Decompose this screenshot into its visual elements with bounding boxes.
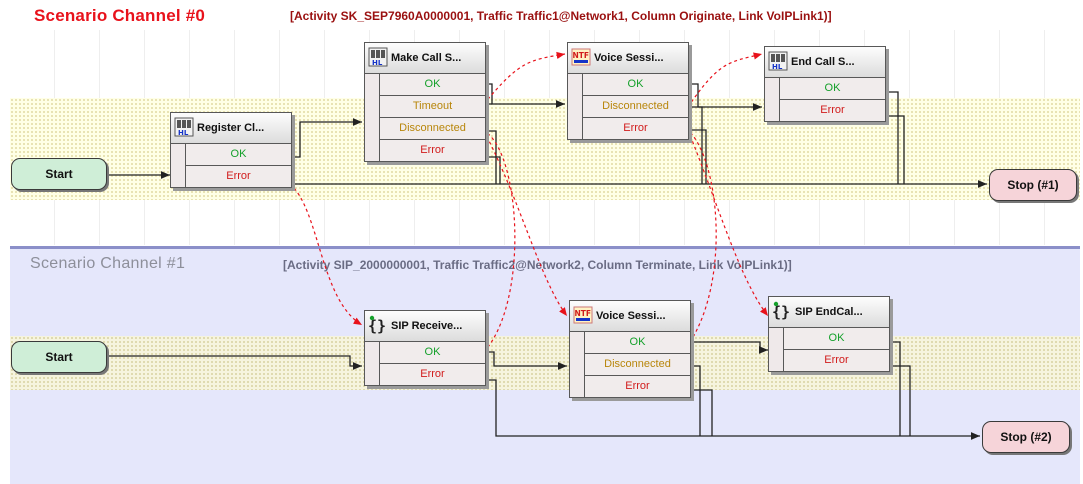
wire-endcall1-ok xyxy=(888,341,901,436)
ntf-icon: NTF xyxy=(571,48,591,66)
sync-voice0-endcall xyxy=(687,52,763,108)
output-error[interactable]: Error xyxy=(380,364,485,385)
output-ok[interactable]: OK xyxy=(186,144,291,166)
output-timeout[interactable]: Timeout xyxy=(380,96,485,118)
wire-receive-ok xyxy=(484,351,567,370)
channel-1-title: Scenario Channel #1 xyxy=(30,255,186,272)
svg-text:NTF: NTF xyxy=(575,309,592,318)
channel-divider xyxy=(10,246,1080,249)
channel-0-start[interactable]: Start xyxy=(11,158,107,190)
output-disconnected[interactable]: Disconnected xyxy=(380,118,485,140)
wire-voice0-error xyxy=(688,129,707,184)
svg-text:HL: HL xyxy=(372,59,383,67)
svg-text:{}: {} xyxy=(772,303,790,321)
wire-voice0-disc xyxy=(688,106,703,184)
block-title: SIP EndCal... xyxy=(795,306,863,318)
block-sip-receive[interactable]: {} SIP Receive... OK Error xyxy=(364,310,486,386)
wire-voice1-error xyxy=(690,389,713,436)
sync-register-receive xyxy=(289,183,363,326)
svg-text:HL: HL xyxy=(772,63,783,71)
script-icon: {} xyxy=(368,315,386,335)
output-ok[interactable]: OK xyxy=(784,328,889,350)
output-ok[interactable]: OK xyxy=(583,74,688,96)
svg-text:{}: {} xyxy=(368,317,386,335)
sync-voice1-endcall0 xyxy=(687,129,717,343)
block-title: End Call S... xyxy=(791,56,855,68)
io-icon: HL xyxy=(174,117,194,137)
block-title: SIP Receive... xyxy=(391,320,463,332)
wire-voice0-ok xyxy=(688,83,762,111)
output-ok[interactable]: OK xyxy=(585,332,690,354)
output-error[interactable]: Error xyxy=(585,376,690,397)
sync-makecall-voice0 xyxy=(483,51,566,105)
io-icon: HL xyxy=(768,51,788,71)
wire-endcall-error xyxy=(888,115,905,184)
output-error[interactable]: Error xyxy=(780,100,885,121)
block-header[interactable]: NTF Voice Sessi... xyxy=(568,43,688,74)
wire-voice1-ok xyxy=(690,341,768,354)
output-ok[interactable]: OK xyxy=(380,342,485,364)
block-header[interactable]: HL Register Cl... xyxy=(171,113,291,144)
script-icon: {} xyxy=(772,301,790,321)
block-end-call[interactable]: HL End Call S... OK Error xyxy=(764,46,886,122)
block-header[interactable]: {} SIP EndCal... xyxy=(769,297,889,328)
channel-0-info: [Activity SK_SEP7960A0000001, Traffic Tr… xyxy=(290,9,832,23)
wire-makecall-ok xyxy=(484,83,565,108)
io-icon: HL xyxy=(368,47,388,67)
block-voice-session-1[interactable]: NTF Voice Sessi... OK Disconnected Error xyxy=(569,300,691,398)
sync-makecall-voice1 xyxy=(483,130,568,317)
block-title: Make Call S... xyxy=(391,52,462,64)
wire-makecall-disc xyxy=(484,130,497,184)
channel-1-stop[interactable]: Stop (#2) xyxy=(982,421,1070,453)
svg-text:HL: HL xyxy=(178,129,189,137)
output-ok[interactable]: OK xyxy=(380,74,485,96)
output-error[interactable]: Error xyxy=(784,350,889,371)
block-title: Register Cl... xyxy=(197,122,265,134)
wire-endcall1-error xyxy=(888,365,911,436)
output-error[interactable]: Error xyxy=(583,118,688,139)
block-header[interactable]: NTF Voice Sessi... xyxy=(570,301,690,332)
sync-receive-makecall xyxy=(483,130,516,353)
wire-receive-error xyxy=(484,379,980,440)
block-make-call[interactable]: HL Make Call S... OK Timeout Disconnecte… xyxy=(364,42,486,162)
output-error[interactable]: Error xyxy=(380,140,485,161)
output-disconnected[interactable]: Disconnected xyxy=(583,96,688,118)
block-register-client[interactable]: HL Register Cl... OK Error xyxy=(170,112,292,188)
output-disconnected[interactable]: Disconnected xyxy=(585,354,690,376)
ntf-icon: NTF xyxy=(573,306,593,324)
channel-1-info: [Activity SIP_2000000001, Traffic Traffi… xyxy=(283,258,792,272)
svg-text:NTF: NTF xyxy=(573,51,590,60)
output-error[interactable]: Error xyxy=(186,166,291,187)
channel-1-band xyxy=(10,336,1080,390)
wire-voice1-disc xyxy=(690,365,701,436)
block-header[interactable]: {} SIP Receive... xyxy=(365,311,485,342)
block-header[interactable]: HL End Call S... xyxy=(765,47,885,78)
channel-0-title: Scenario Channel #0 xyxy=(34,6,206,25)
output-ok[interactable]: OK xyxy=(780,78,885,100)
block-title: Voice Sessi... xyxy=(594,52,664,64)
wire-register-ok xyxy=(290,118,362,158)
block-title: Voice Sessi... xyxy=(596,310,666,322)
channel-1-start[interactable]: Start xyxy=(11,341,107,373)
block-voice-session-0[interactable]: NTF Voice Sessi... OK Disconnected Error xyxy=(567,42,689,140)
block-header[interactable]: HL Make Call S... xyxy=(365,43,485,74)
channel-0-stop[interactable]: Stop (#1) xyxy=(989,169,1077,201)
wire-makecall-error xyxy=(484,156,501,184)
wire-start1-receive xyxy=(106,355,362,370)
wire-endcall-ok xyxy=(888,91,899,184)
block-sip-end-call[interactable]: {} SIP EndCal... OK Error xyxy=(768,296,890,372)
sync-voice0-endcall1 xyxy=(687,129,769,317)
